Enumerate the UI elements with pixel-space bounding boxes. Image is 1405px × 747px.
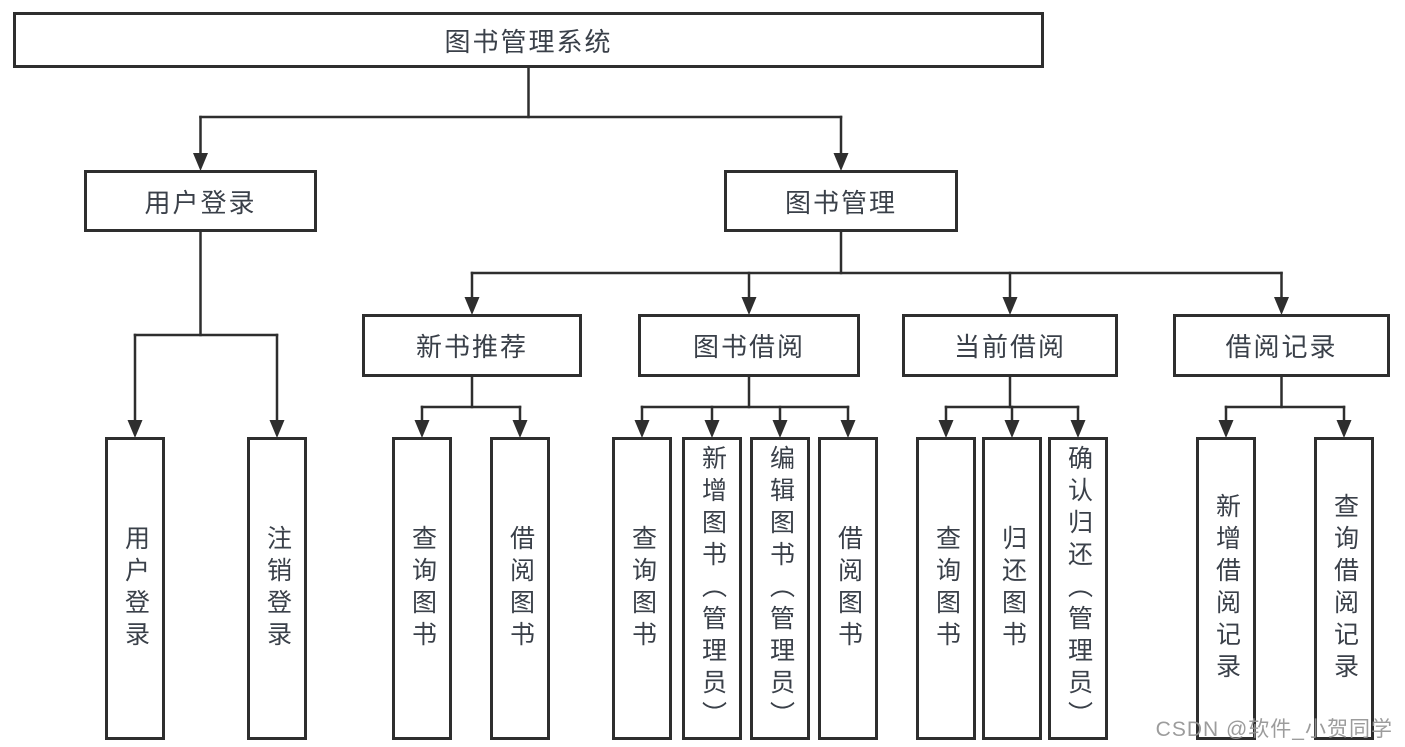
node-label: 图书管理系统 [444, 26, 613, 57]
node-label: 图书管理 [784, 187, 897, 218]
node-label: 新书推荐 [415, 332, 528, 362]
node-leaf-return-book: 归还图书 [982, 437, 1042, 740]
arrowhead-icon [464, 297, 480, 315]
arrowhead-icon [1004, 420, 1020, 438]
arrowhead-icon [193, 153, 208, 171]
arrowhead-icon [1070, 420, 1086, 438]
arrowhead-icon [1274, 297, 1289, 315]
node-leaf-query-book-1: 查询图书 [392, 437, 452, 740]
node-label: 查询图书 [932, 524, 961, 653]
node-label: 查询借阅记录 [1330, 492, 1359, 685]
node-leaf-query-book-2: 查询图书 [612, 437, 672, 740]
node-label: 用户登录 [144, 187, 257, 218]
node-user-login: 用户登录 [84, 170, 317, 232]
node-leaf-borrow-book-1: 借阅图书 [490, 437, 550, 740]
node-label: 借阅记录 [1225, 332, 1338, 362]
node-book-borrow: 图书借阅 [638, 314, 860, 377]
node-label: 确认归还（管理员） [1064, 444, 1093, 733]
arrowhead-icon [127, 420, 143, 438]
arrowhead-icon [833, 153, 849, 171]
arrowhead-icon [704, 420, 720, 438]
node-label: 编辑图书（管理员） [766, 444, 795, 733]
node-label: 新增借阅记录 [1212, 492, 1241, 685]
node-current-borrow: 当前借阅 [902, 314, 1118, 377]
node-label: 归还图书 [998, 524, 1027, 653]
node-label: 图书借阅 [692, 332, 805, 362]
node-book-mgmt: 图书管理 [724, 170, 958, 232]
node-leaf-query-borrow-record: 查询借阅记录 [1314, 437, 1374, 740]
node-borrow-records: 借阅记录 [1173, 314, 1390, 377]
node-label: 借阅图书 [834, 524, 863, 653]
node-leaf-edit-book: 编辑图书（管理员） [750, 437, 810, 740]
node-leaf-borrow-book-2: 借阅图书 [818, 437, 878, 740]
arrowhead-icon [269, 420, 285, 438]
node-label: 查询图书 [408, 524, 437, 653]
arrowhead-icon [1218, 420, 1234, 438]
arrowhead-icon [772, 420, 788, 438]
node-leaf-confirm-return: 确认归还（管理员） [1048, 437, 1108, 740]
arrowhead-icon [1336, 420, 1352, 438]
arrowhead-icon [634, 420, 650, 438]
node-label: 用户登录 [121, 524, 150, 653]
arrowhead-icon [512, 420, 528, 438]
arrowhead-icon [741, 297, 757, 315]
arrowhead-icon [840, 420, 856, 438]
node-new-book-rec: 新书推荐 [362, 314, 582, 377]
arrowhead-icon [938, 420, 954, 438]
node-leaf-logout: 注销登录 [247, 437, 307, 740]
node-label: 当前借阅 [953, 332, 1066, 362]
node-root: 图书管理系统 [13, 12, 1044, 68]
node-leaf-add-book: 新增图书（管理员） [682, 437, 742, 740]
node-leaf-add-borrow-record: 新增借阅记录 [1196, 437, 1256, 740]
node-label: 借阅图书 [506, 524, 535, 653]
arrowhead-icon [414, 420, 430, 438]
node-leaf-query-book-3: 查询图书 [916, 437, 976, 740]
node-label: 查询图书 [628, 524, 657, 653]
watermark: CSDN @软件_小贺同学 [1155, 718, 1393, 741]
node-label: 新增图书（管理员） [698, 444, 727, 733]
node-label: 注销登录 [263, 524, 292, 653]
node-leaf-user-login: 用户登录 [105, 437, 165, 740]
arrowhead-icon [1002, 297, 1018, 315]
